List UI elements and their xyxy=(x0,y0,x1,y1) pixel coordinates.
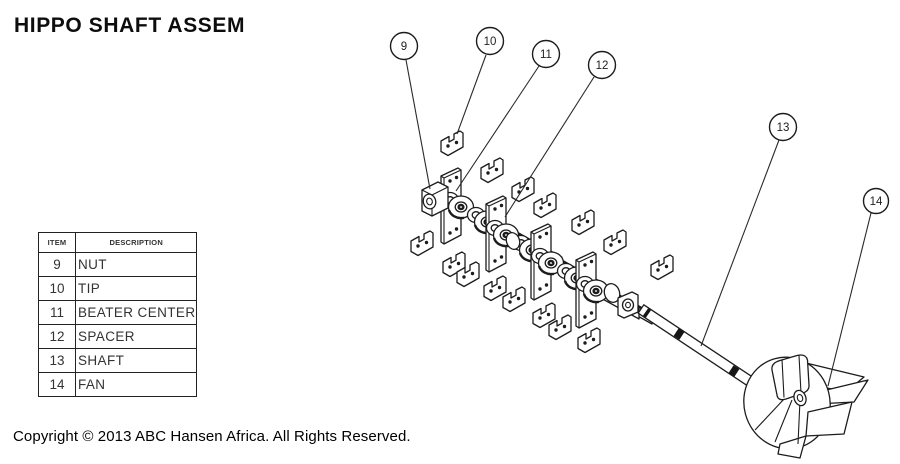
callout-number: 11 xyxy=(540,49,552,61)
item-number: 13 xyxy=(38,348,76,373)
callout-balloon-12: 12 xyxy=(587,50,617,80)
callout-number: 10 xyxy=(484,36,497,48)
callout-balloon-10: 10 xyxy=(475,26,505,56)
item-number: 14 xyxy=(38,372,76,397)
tip-plate xyxy=(440,130,464,157)
beater-assembly-unit xyxy=(575,251,641,329)
tip-plate xyxy=(571,209,595,236)
parts-table: ITEM DESCRIPTION 9 NUT 10 TIP 11 BEATER … xyxy=(38,232,198,397)
callout-number: 12 xyxy=(596,60,609,72)
fan-part xyxy=(743,354,869,459)
shaft-washer-plate xyxy=(617,291,639,319)
callout-balloon-11: 11 xyxy=(531,39,561,69)
callout-number: 13 xyxy=(777,122,790,134)
spacer-oval xyxy=(603,283,621,303)
callout-balloon-9: 9 xyxy=(389,31,419,61)
item-number: 9 xyxy=(38,252,76,277)
parts-table-header-row: ITEM DESCRIPTION xyxy=(38,232,198,253)
item-number: 11 xyxy=(38,300,76,325)
callout-balloon-14: 14 xyxy=(862,187,890,215)
callout-number: 9 xyxy=(401,41,407,53)
tip-plate xyxy=(603,229,627,256)
table-row: 9 NUT xyxy=(38,252,198,277)
tip-plate xyxy=(533,192,557,219)
tip-plate xyxy=(650,254,674,281)
tip-plate xyxy=(577,327,601,354)
callout-number: 14 xyxy=(870,196,883,208)
item-description: FAN xyxy=(74,372,198,397)
tip-plate xyxy=(410,230,434,257)
fan-blade xyxy=(777,435,807,459)
table-row: 14 FAN xyxy=(38,372,198,397)
leader-lines xyxy=(405,54,872,387)
tip-plate xyxy=(480,157,504,184)
fan-blade xyxy=(805,401,853,437)
nut-part xyxy=(421,181,449,217)
callout-balloon-13: 13 xyxy=(768,112,798,142)
spacer-oval xyxy=(505,232,521,250)
fan-shaft-hole xyxy=(793,389,807,407)
item-description: SPACER xyxy=(74,324,198,349)
page-title: HIPPO SHAFT ASSEM xyxy=(14,14,246,37)
copyright-text: Copyright © 2013 ABC Hansen Africa. All … xyxy=(13,428,411,445)
item-description: NUT xyxy=(74,252,198,277)
